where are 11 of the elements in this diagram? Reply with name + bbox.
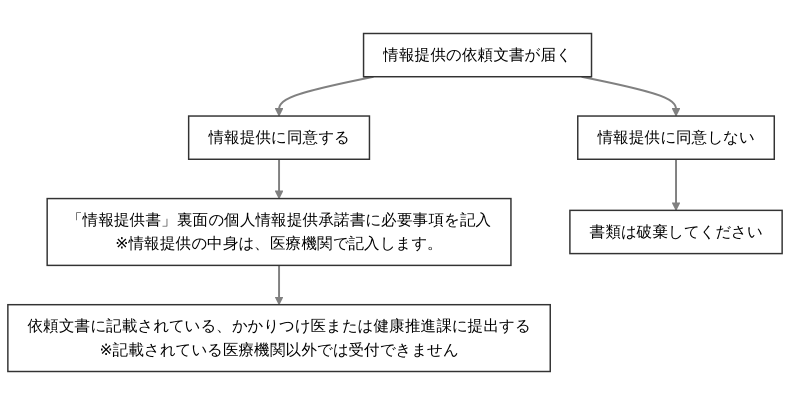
- node-box: 情報提供の依頼文書が届く: [362, 32, 592, 78]
- arrow: [274, 159, 284, 199]
- node-box: 依頼文書に記載されている、かかりつけ医または健康推進課に提出する ※記載されている医療機関以外では受付できません: [7, 304, 551, 372]
- arrow: [274, 76, 374, 116]
- node-box: 書類は破棄してください: [569, 210, 783, 254]
- arrow: [672, 159, 680, 211]
- node-box: 「情報提供書」裏面の個人情報提供承諾書に必要事項を記入 ※情報提供の中身は、医療機関で記入します。: [46, 198, 512, 266]
- arrow: [581, 76, 680, 116]
- arrow: [274, 265, 284, 306]
- node-box: 情報提供に同意する: [188, 115, 370, 160]
- node-box: 情報提供に同意しない: [577, 115, 776, 160]
